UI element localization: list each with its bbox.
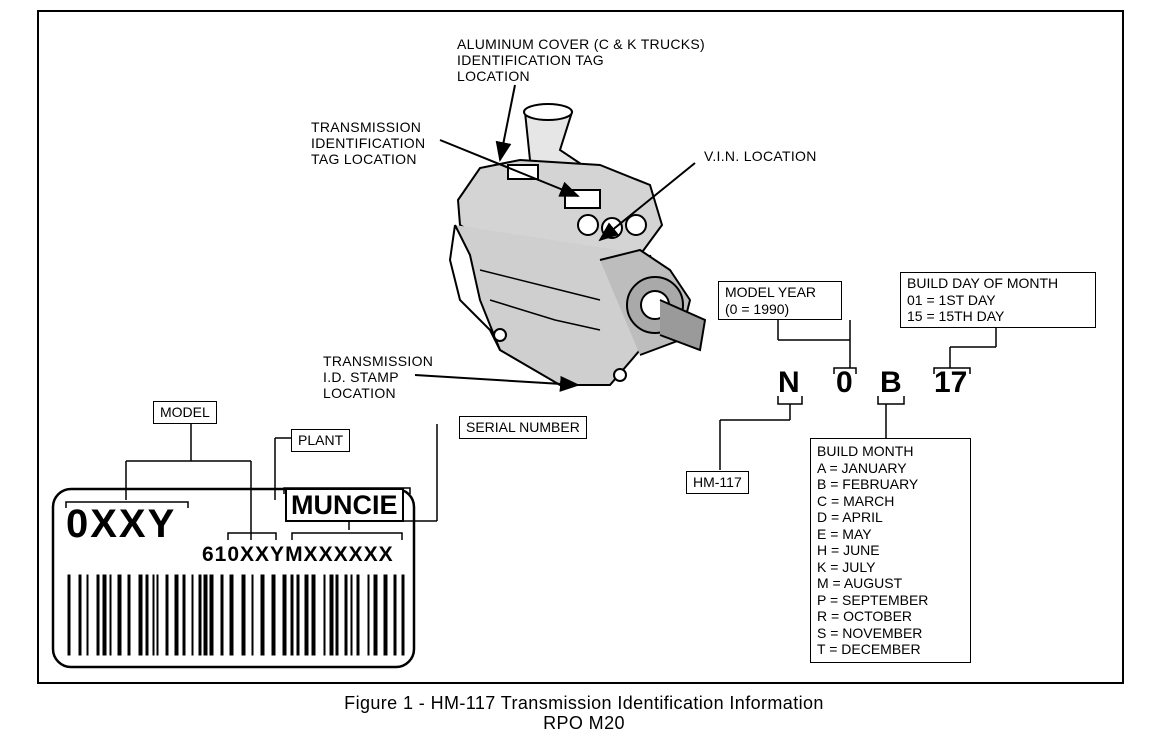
model-year-box: MODEL YEAR (0 = 1990) (718, 281, 842, 320)
code-char-b: B (880, 366, 902, 399)
model-label: MODEL (153, 401, 217, 424)
aluminum-cover-callout: ALUMINUM COVER (C & K TRUCKS) IDENTIFICA… (457, 36, 706, 84)
vin-location-callout: V.I.N. LOCATION (704, 148, 817, 164)
build-day-box: BUILD DAY OF MONTH 01 = 1ST DAY 15 = 15T… (900, 272, 1096, 328)
build-month-box: BUILD MONTH A = JANUARY B = FEBRUARY C =… (810, 438, 971, 663)
identification-tag (51, 487, 416, 669)
barcode (67, 574, 405, 656)
code-char-n: N (778, 366, 800, 399)
figure-frame (37, 10, 1124, 684)
serial-number-label: SERIAL NUMBER (459, 416, 587, 439)
code-char-17: 17 (934, 366, 968, 399)
serial-number-value: 610XXYMXXXXXX (202, 543, 394, 566)
trans-id-tag-callout: TRANSMISSION IDENTIFICATION TAG LOCATION (311, 119, 426, 167)
transmission-illustration (448, 103, 707, 386)
trans-id-stamp-callout: TRANSMISSION I.D. STAMP LOCATION (323, 353, 434, 401)
model-code: 0XXY (66, 502, 177, 546)
hm-117-label: HM-117 (686, 471, 749, 494)
plant-name: MUNCIE (285, 488, 404, 522)
code-char-0: 0 (836, 366, 853, 399)
figure-caption: Figure 1 - HM-117 Transmission Identific… (344, 693, 824, 713)
figure-caption-subtitle: RPO M20 (543, 713, 625, 733)
plant-label: PLANT (291, 429, 351, 452)
